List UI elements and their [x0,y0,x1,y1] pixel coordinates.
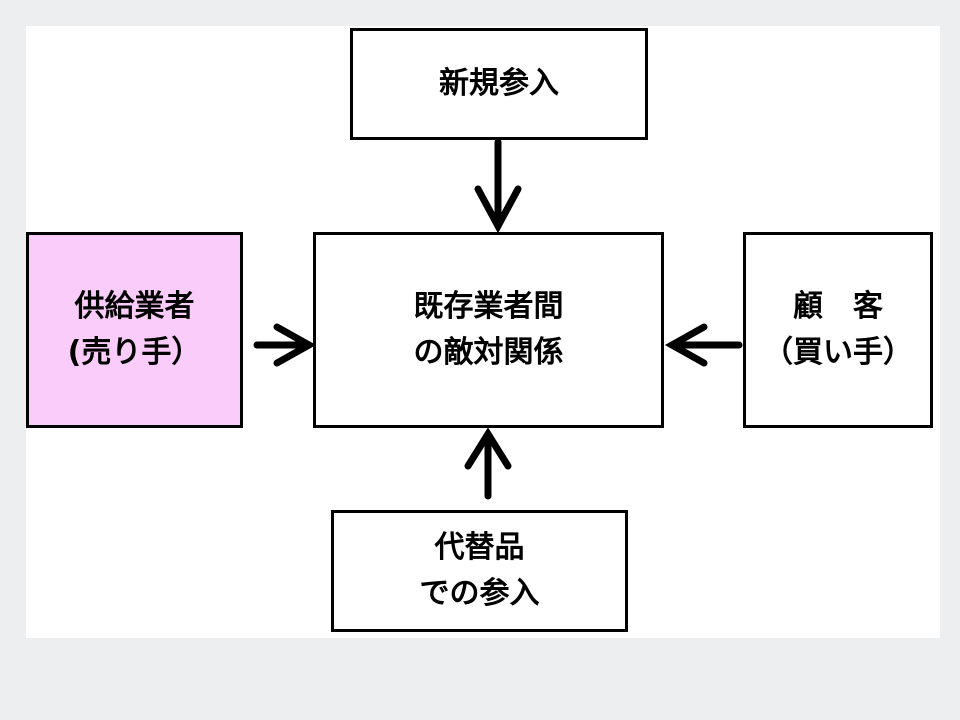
rivalry-box: 既存業者間 の敵対関係 [313,232,664,428]
suppliers-label-line2: (売り手） [67,335,202,370]
buyers-label-line1: 顧 客 [793,289,883,324]
arrow-left-from-buyers [664,323,743,367]
arrow-up-from-substitutes [464,427,512,500]
buyers-box: 顧 客 （買い手） [743,232,933,428]
suppliers-box: 供給業者 (売り手） [26,232,243,428]
substitutes-label-line2: での参入 [419,576,540,611]
arrow-right-from-suppliers [253,323,317,367]
buyers-label-line2: （買い手） [763,335,913,370]
substitutes-box: 代替品 での参入 [331,510,628,632]
rivalry-label-line2: の敵対関係 [413,335,564,370]
new-entrants-box: 新規参入 [350,28,648,140]
suppliers-label-line1: 供給業者 [74,289,195,324]
substitutes-label-line1: 代替品 [434,530,525,565]
new-entrants-label: 新規参入 [439,66,559,101]
rivalry-label-line1: 既存業者間 [413,289,564,324]
arrow-down-from-new-entrants [474,138,522,234]
